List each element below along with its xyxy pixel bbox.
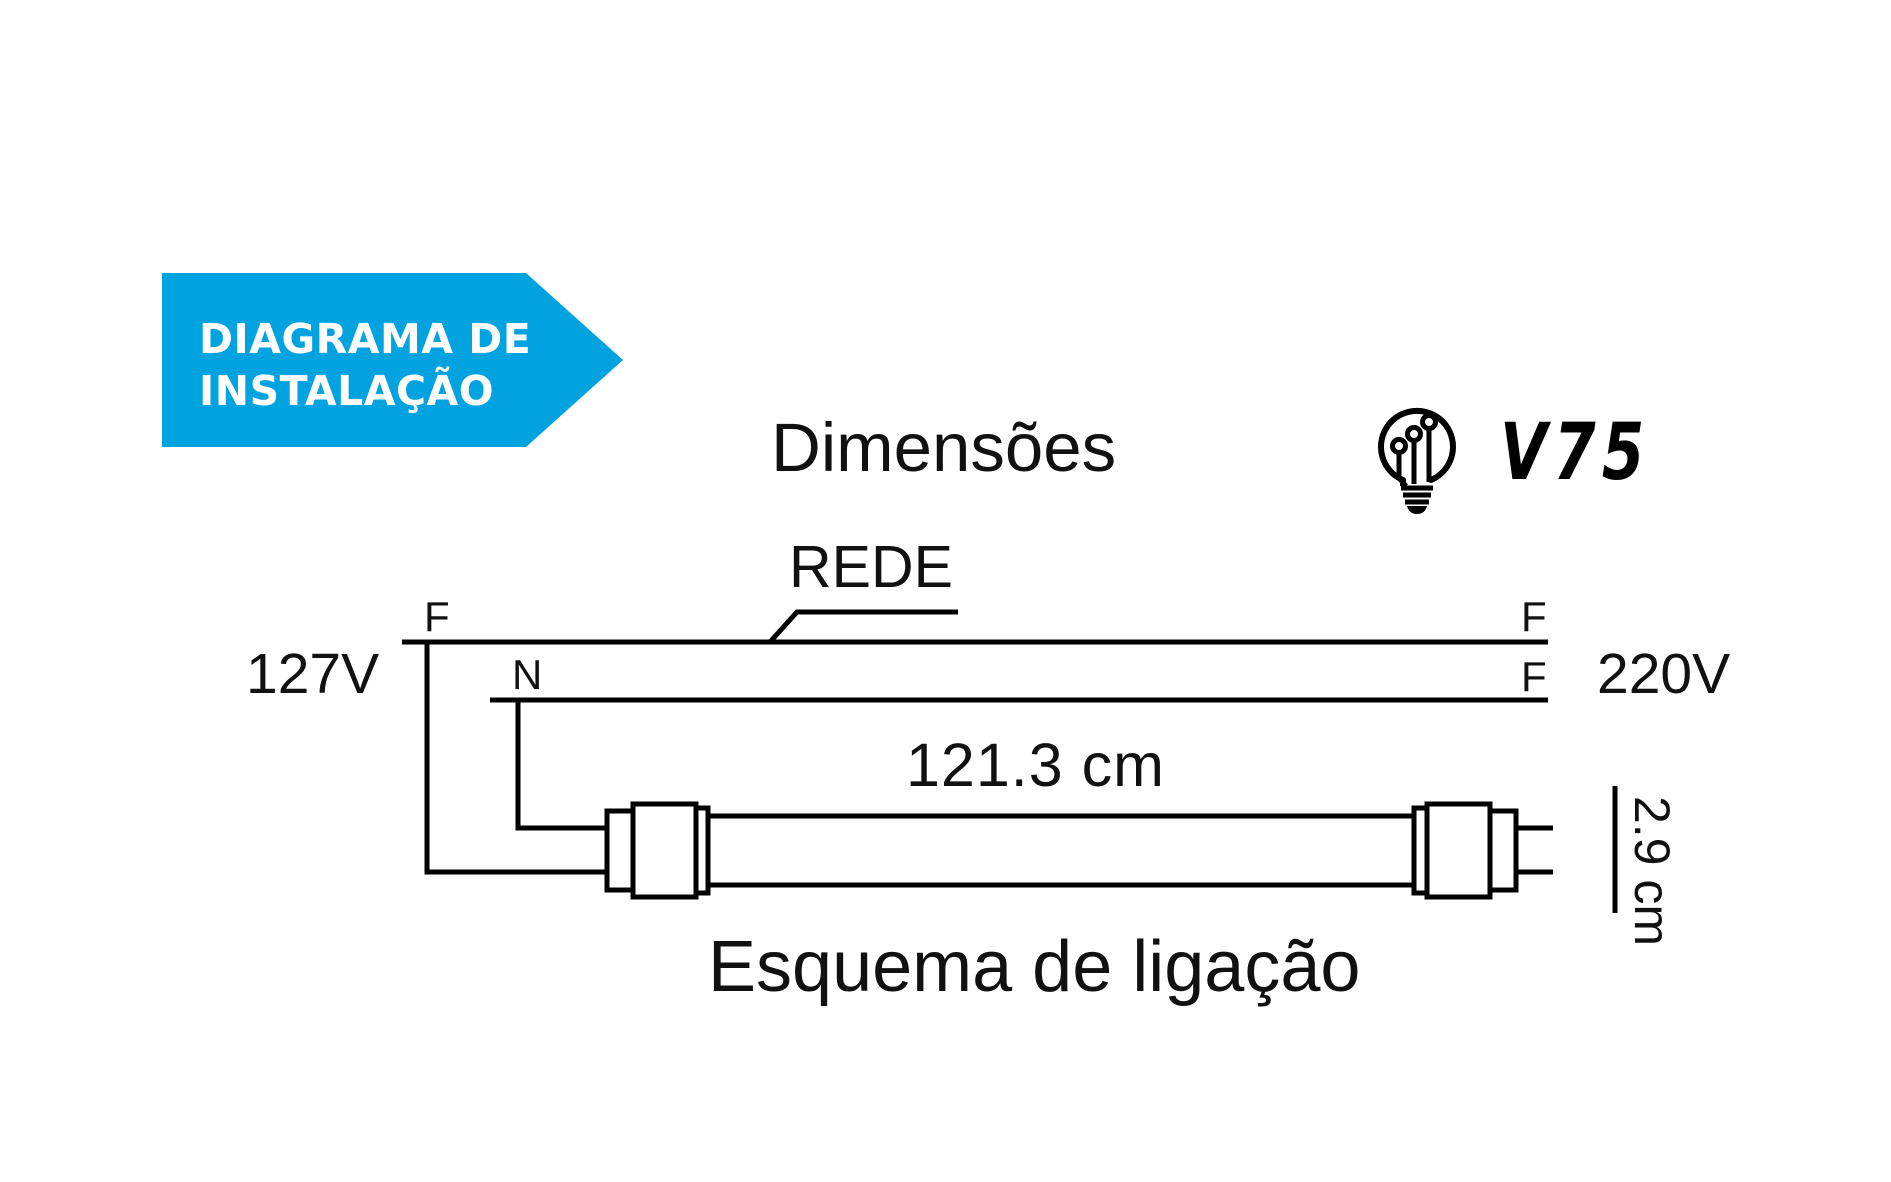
logo-wordmark: V75	[1500, 408, 1651, 498]
banner-title-line2: INSTALAÇÃO	[199, 367, 495, 415]
neutral-drop-wire	[515, 700, 607, 831]
brand-logo: V75	[1376, 400, 1666, 515]
banner-arrow-shape	[162, 273, 623, 447]
left-cap-ring	[693, 805, 711, 896]
right-phase-bottom-label: F	[1521, 653, 1547, 700]
wiring-scheme-caption: Esquema de ligação	[708, 927, 1361, 1007]
banner-title-line1: DIAGRAMA DE	[199, 315, 532, 363]
voltage-127-label: 127V	[246, 642, 380, 706]
left-cap-outer	[604, 808, 636, 893]
right-cap-body	[1424, 801, 1493, 900]
network-leader-line	[768, 609, 958, 644]
right-cap-outer	[1487, 808, 1519, 893]
left-cap-body	[630, 801, 699, 900]
tube-length-label: 121.3 cm	[906, 731, 1165, 799]
dimensions-title: Dimensões	[771, 409, 1117, 486]
left-phase-label: F	[424, 593, 450, 640]
lightbulb-circuit-icon	[1378, 407, 1456, 514]
voltage-220-label: 220V	[1597, 642, 1731, 706]
banner-title: DIAGRAMA DE INSTALAÇÃO	[199, 313, 531, 417]
network-label: REDE	[789, 534, 953, 600]
tube-diameter-label: 2.9 cm	[1624, 795, 1680, 947]
phase-drop-wire	[424, 642, 607, 875]
right-phase-top-label: F	[1521, 593, 1547, 640]
installation-diagram-banner: DIAGRAMA DE INSTALAÇÃO	[162, 273, 623, 447]
neutral-label: N	[512, 651, 543, 698]
